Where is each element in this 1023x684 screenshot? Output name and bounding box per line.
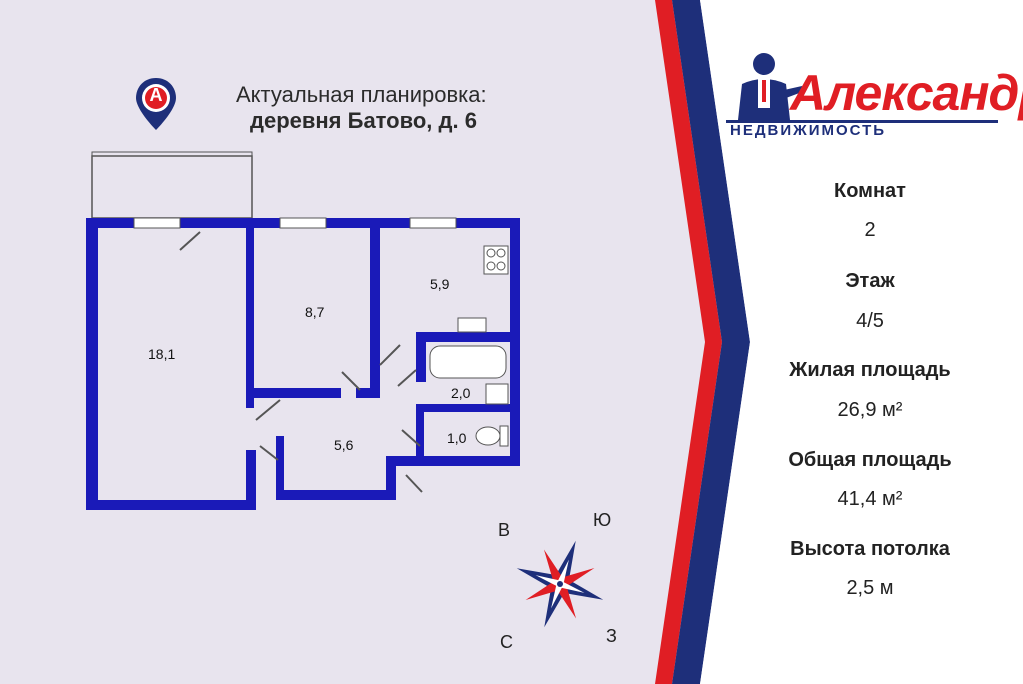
door bbox=[179, 231, 201, 251]
info-label-living-area: Жилая площадь bbox=[789, 359, 951, 381]
wall bbox=[416, 332, 510, 342]
toilet-bowl bbox=[475, 426, 501, 446]
wall bbox=[86, 500, 246, 510]
kitchen-sink bbox=[457, 317, 487, 333]
window bbox=[133, 217, 181, 229]
room-area-hall: 5,6 bbox=[334, 437, 354, 453]
wall bbox=[416, 404, 510, 412]
room-area-bathroom: 2,0 bbox=[451, 385, 471, 401]
window bbox=[279, 217, 327, 229]
panel-white-area bbox=[700, 0, 1023, 684]
window bbox=[409, 217, 457, 229]
door bbox=[397, 369, 417, 387]
compass-rose-icon bbox=[516, 540, 604, 628]
location-pin-icon bbox=[136, 78, 176, 130]
plan-address: деревня Батово, д. 6 bbox=[250, 108, 477, 133]
room-area-kitchen: 5,9 bbox=[430, 276, 450, 292]
wall bbox=[386, 456, 396, 492]
door bbox=[405, 474, 423, 493]
wall bbox=[246, 450, 256, 510]
info-label-rooms: Комнат bbox=[834, 180, 906, 202]
compass-label-ne: Ю bbox=[593, 510, 612, 530]
brand-subtitle: НЕДВИЖИМОСТЬ bbox=[730, 122, 887, 139]
info-value-living-area: 26,9 м² bbox=[837, 399, 903, 421]
balcony bbox=[91, 155, 253, 219]
wall bbox=[510, 218, 520, 466]
compass-label-se: З bbox=[606, 626, 617, 646]
room-area-bedroom: 8,7 bbox=[305, 304, 325, 320]
bathtub bbox=[429, 345, 507, 379]
stove-burner bbox=[486, 261, 496, 271]
info-label-total-area: Общая площадь bbox=[788, 449, 952, 471]
room-area-living: 18,1 bbox=[148, 346, 176, 362]
plan-title: Актуальная планировка: bbox=[236, 82, 487, 107]
wall bbox=[246, 388, 341, 398]
compass-label-sw: С bbox=[500, 632, 513, 652]
info-value-ceiling-height: 2,5 м bbox=[846, 577, 894, 599]
door bbox=[255, 399, 281, 421]
room-area-toilet: 1,0 bbox=[447, 430, 467, 446]
compass-label-nw: В bbox=[498, 520, 511, 540]
info-label-ceiling-height: Высота потолка bbox=[790, 538, 950, 560]
stove-burner bbox=[486, 248, 496, 258]
wall bbox=[416, 332, 426, 382]
brand-name: Александр bbox=[790, 65, 1023, 121]
windows bbox=[133, 217, 457, 229]
door bbox=[379, 344, 401, 366]
panel-red-stripe bbox=[655, 0, 722, 684]
info-value-rooms: 2 bbox=[864, 219, 876, 241]
wall bbox=[86, 218, 98, 510]
wall bbox=[246, 218, 254, 408]
info-label-floor: Этаж bbox=[845, 270, 895, 292]
door bbox=[341, 371, 361, 391]
panel-blue-stripe bbox=[672, 0, 750, 684]
pin-logo-letter: А bbox=[149, 85, 163, 105]
bath-sink bbox=[485, 383, 509, 405]
wall bbox=[386, 456, 520, 466]
info-value-floor: 4/5 bbox=[856, 310, 884, 332]
wall bbox=[356, 388, 380, 398]
balcony-rail bbox=[91, 151, 253, 157]
door bbox=[401, 429, 421, 447]
stove-burner bbox=[496, 261, 506, 271]
brand-underline bbox=[726, 120, 998, 123]
floor-plan bbox=[86, 151, 520, 510]
agent-figure-logo bbox=[738, 53, 802, 120]
doors bbox=[179, 231, 423, 493]
stove-burner bbox=[496, 248, 506, 258]
wall bbox=[370, 228, 380, 398]
wall bbox=[276, 436, 284, 500]
toilet-tank bbox=[499, 425, 509, 447]
wall bbox=[416, 412, 424, 456]
door bbox=[259, 445, 279, 461]
wall bbox=[276, 490, 396, 500]
info-value-total-area: 41,4 м² bbox=[837, 488, 903, 510]
